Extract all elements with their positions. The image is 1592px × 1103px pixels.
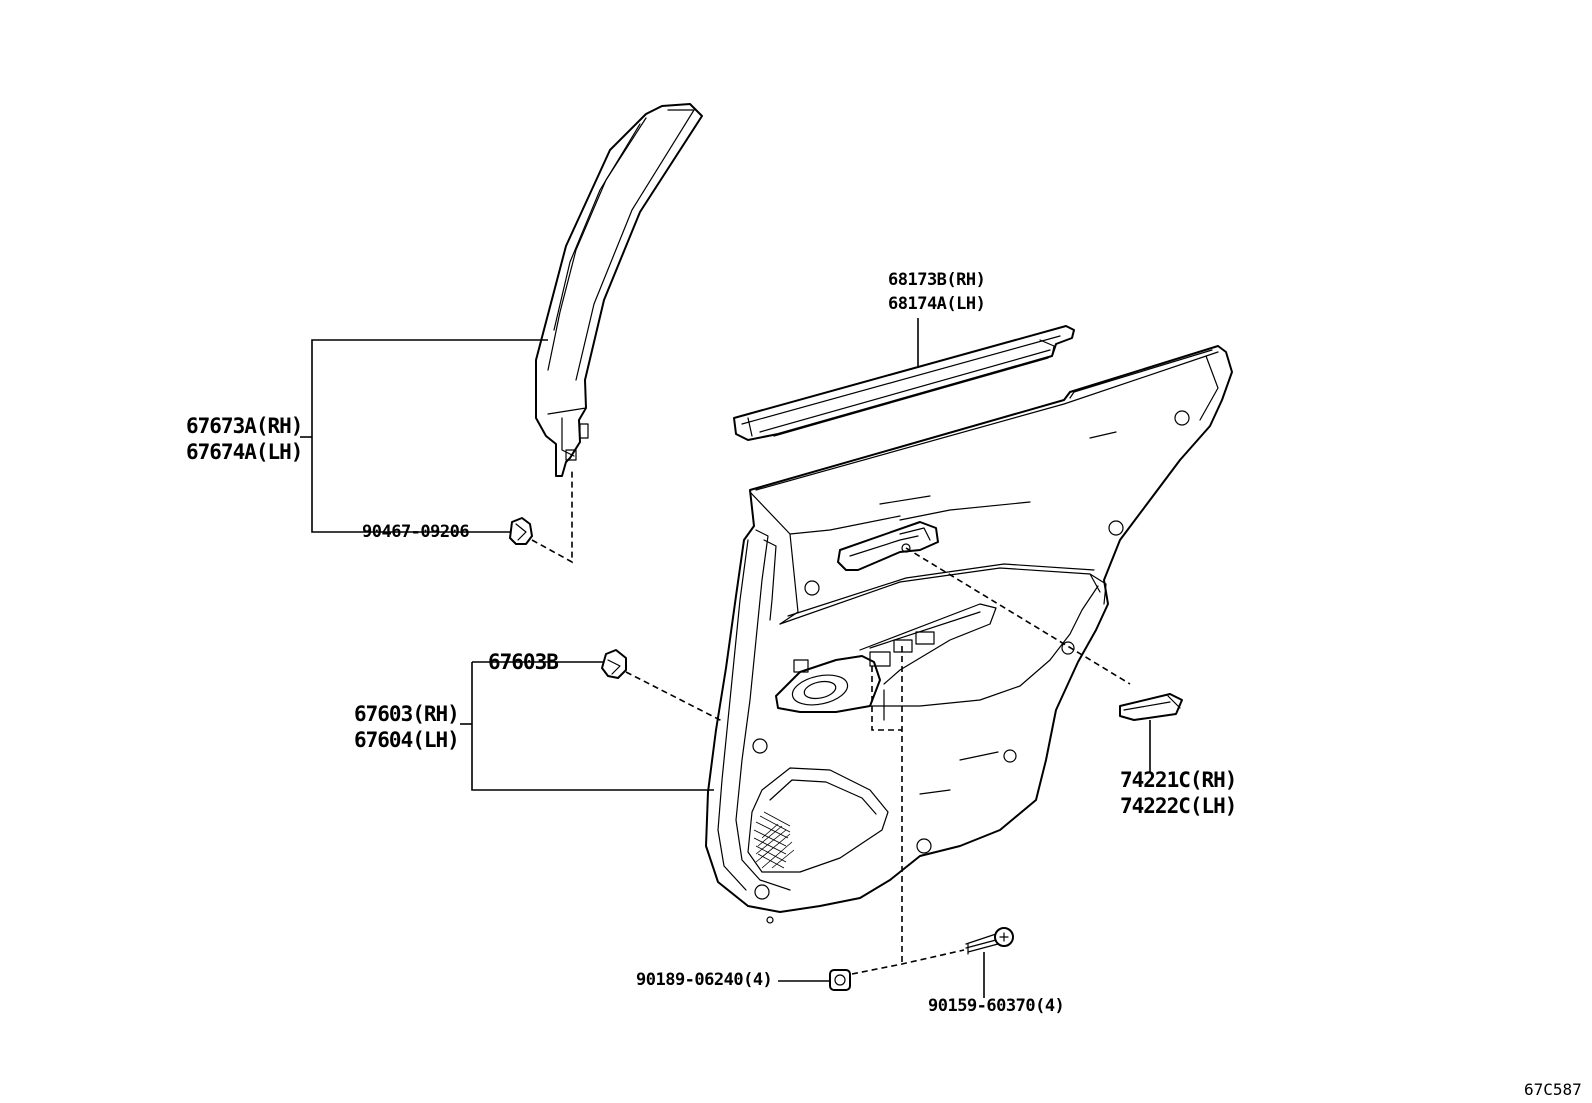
board-bracket — [460, 661, 714, 791]
clip-67603b-icon[interactable] — [601, 649, 725, 723]
glass-run-weatherstrip[interactable] — [733, 318, 1075, 441]
label-handle-lh[interactable]: 74222C(LH) — [1120, 794, 1237, 818]
label-handle-rh[interactable]: 74221C(RH) — [1120, 768, 1237, 792]
door-frame-garnish[interactable] — [535, 103, 703, 477]
inside-handle-cap[interactable] — [1119, 693, 1183, 772]
handle-projection-lines — [871, 547, 1131, 964]
screw-90159-icon[interactable] — [965, 927, 1014, 998]
label-clip-67603b[interactable]: 67603B — [488, 650, 559, 674]
nut-90189-icon[interactable] — [778, 949, 965, 991]
label-board-lh[interactable]: 67604(LH) — [354, 728, 460, 752]
clip-90467-icon[interactable] — [482, 468, 573, 564]
speaker-grille — [753, 811, 795, 869]
label-board-rh[interactable]: 67603(RH) — [354, 702, 460, 726]
label-nut-90189[interactable]: 90189-06240(4) — [636, 970, 773, 990]
label-weatherstrip-lh[interactable]: 68174A(LH) — [888, 294, 986, 314]
door-trim-board[interactable] — [705, 345, 1233, 924]
label-weatherstrip-rh[interactable]: 68173B(RH) — [888, 270, 986, 290]
label-clip-90467[interactable]: 90467-09206 — [362, 522, 470, 542]
diagram-reference-code: 67C587 — [1524, 1080, 1582, 1099]
garnish-bracket — [300, 339, 548, 533]
label-garnish-lh[interactable]: 67674A(LH) — [186, 440, 303, 464]
label-garnish-rh[interactable]: 67673A(RH) — [186, 414, 303, 438]
label-screw-90159[interactable]: 90159-60370(4) — [928, 996, 1065, 1016]
